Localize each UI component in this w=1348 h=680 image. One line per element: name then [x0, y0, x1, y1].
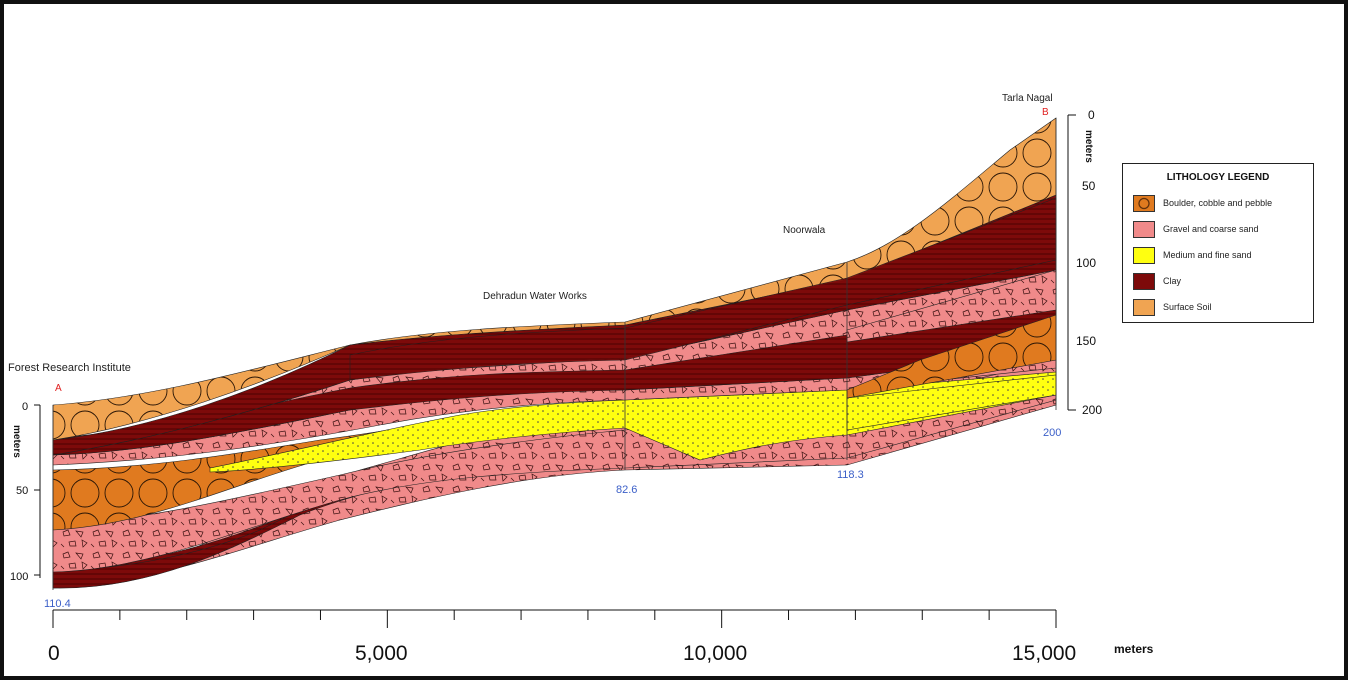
- left-depth-axis: [34, 404, 41, 578]
- left-axis-tick-50: 50: [16, 485, 28, 497]
- legend-label-soil: Surface Soil: [1163, 302, 1212, 312]
- legend-item-sand: Medium and fine sand: [1133, 246, 1252, 264]
- legend-swatch-boulder: [1133, 194, 1155, 212]
- legend-swatch-gravel: [1133, 220, 1155, 238]
- legend-item-clay: Clay: [1133, 272, 1181, 290]
- legend-label-clay: Clay: [1163, 276, 1182, 286]
- legend-label-sand: Medium and fine sand: [1163, 250, 1252, 260]
- x-axis-tick-10000: 10,000: [683, 642, 747, 665]
- x-axis-tick-5000: 5,000: [355, 642, 408, 665]
- left-axis-tick-0: 0: [22, 401, 28, 413]
- right-axis-unit: meters: [1083, 130, 1094, 163]
- marker-b: B: [1042, 107, 1049, 118]
- legend-item-boulder: Boulder, cobble and pebble: [1133, 194, 1272, 212]
- legend-swatch-sand: [1133, 246, 1155, 264]
- x-axis-unit: meters: [1114, 642, 1154, 656]
- right-axis-tick-150: 150: [1076, 334, 1096, 348]
- location-label-noorwala: Noorwala: [783, 225, 826, 236]
- left-axis-tick-100: 100: [10, 571, 28, 583]
- bore-depth-82-6: 82.6: [616, 484, 637, 496]
- layer-sand-mid: [209, 371, 1057, 473]
- layer-soil-top: [52, 117, 1057, 441]
- x-axis-tick-0: 0: [48, 642, 60, 665]
- right-axis-tick-0: 0: [1088, 108, 1095, 122]
- right-depth-axis: [1067, 114, 1076, 411]
- legend-label-boulder: Boulder, cobble and pebble: [1163, 198, 1273, 208]
- location-label-tarla-nagal: Tarla Nagal: [1002, 93, 1053, 104]
- lithology-legend: LITHOLOGY LEGEND Boulder, cobble and peb…: [1122, 163, 1314, 323]
- x-axis-tick-15000: 15,000: [1012, 642, 1076, 665]
- location-label-dehradun-water-works: Dehradun Water Works: [483, 291, 587, 302]
- legend-title: LITHOLOGY LEGEND: [1166, 172, 1270, 183]
- bore-depth-118-3: 118.3: [837, 469, 864, 481]
- bore-depth-200: 200: [1043, 427, 1061, 439]
- borehole-lines: [52, 118, 1057, 590]
- bore-depth-110-4: 110.4: [44, 598, 71, 610]
- legend-item-gravel: Gravel and coarse sand: [1133, 220, 1259, 238]
- lithology-layers: [52, 117, 1057, 589]
- location-label-forest-research-institute: Forest Research Institute: [8, 362, 131, 374]
- legend-label-gravel: Gravel and coarse sand: [1163, 224, 1259, 234]
- marker-a: A: [55, 383, 62, 394]
- x-axis: [52, 609, 1057, 628]
- left-axis-unit: meters: [11, 425, 22, 458]
- legend-swatch-clay: [1133, 272, 1155, 290]
- legend-item-soil: Surface Soil: [1133, 298, 1212, 316]
- right-axis-tick-50: 50: [1082, 179, 1096, 193]
- legend-swatch-soil: [1133, 298, 1155, 316]
- right-axis-tick-100: 100: [1076, 256, 1096, 270]
- right-axis-tick-200: 200: [1082, 403, 1102, 417]
